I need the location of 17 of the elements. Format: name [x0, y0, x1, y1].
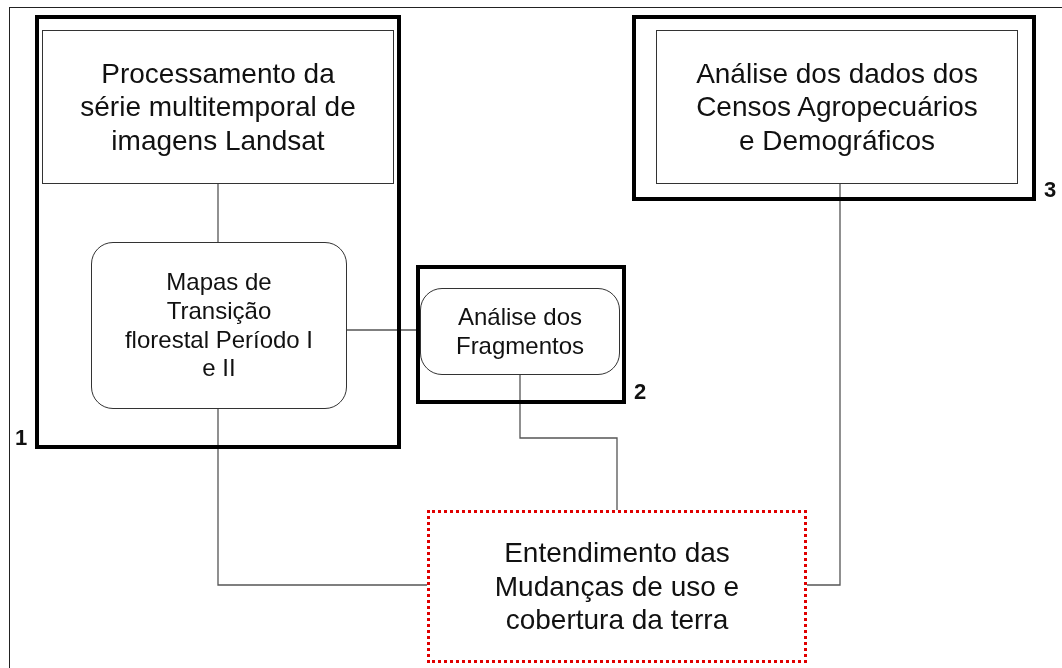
connector-line: [519, 374, 618, 511]
node-text: Análise dos Fragmentos: [454, 302, 586, 361]
process-box: [656, 30, 1018, 184]
node-text: Análise dos dados dos Censos Agropecuários e Demográficos: [695, 56, 979, 158]
group-number: 2: [634, 381, 647, 403]
process-box: [42, 30, 394, 184]
node-text: Entendimento das Mudanças de uso e cobertura da terra: [493, 536, 741, 637]
node-text: Mapas de Transição florestal Período I e II: [124, 267, 314, 384]
group-number: 1: [15, 427, 28, 449]
connector-line: [217, 183, 219, 243]
node-text: Processamento da série multitemporal de imagens Landsat: [79, 56, 357, 158]
connector-line: [217, 408, 428, 586]
connector-line: [806, 183, 841, 586]
rounded-box: [91, 242, 347, 409]
rounded-box: [420, 288, 620, 375]
group-number: 3: [1044, 179, 1057, 201]
result-box: [427, 510, 807, 663]
